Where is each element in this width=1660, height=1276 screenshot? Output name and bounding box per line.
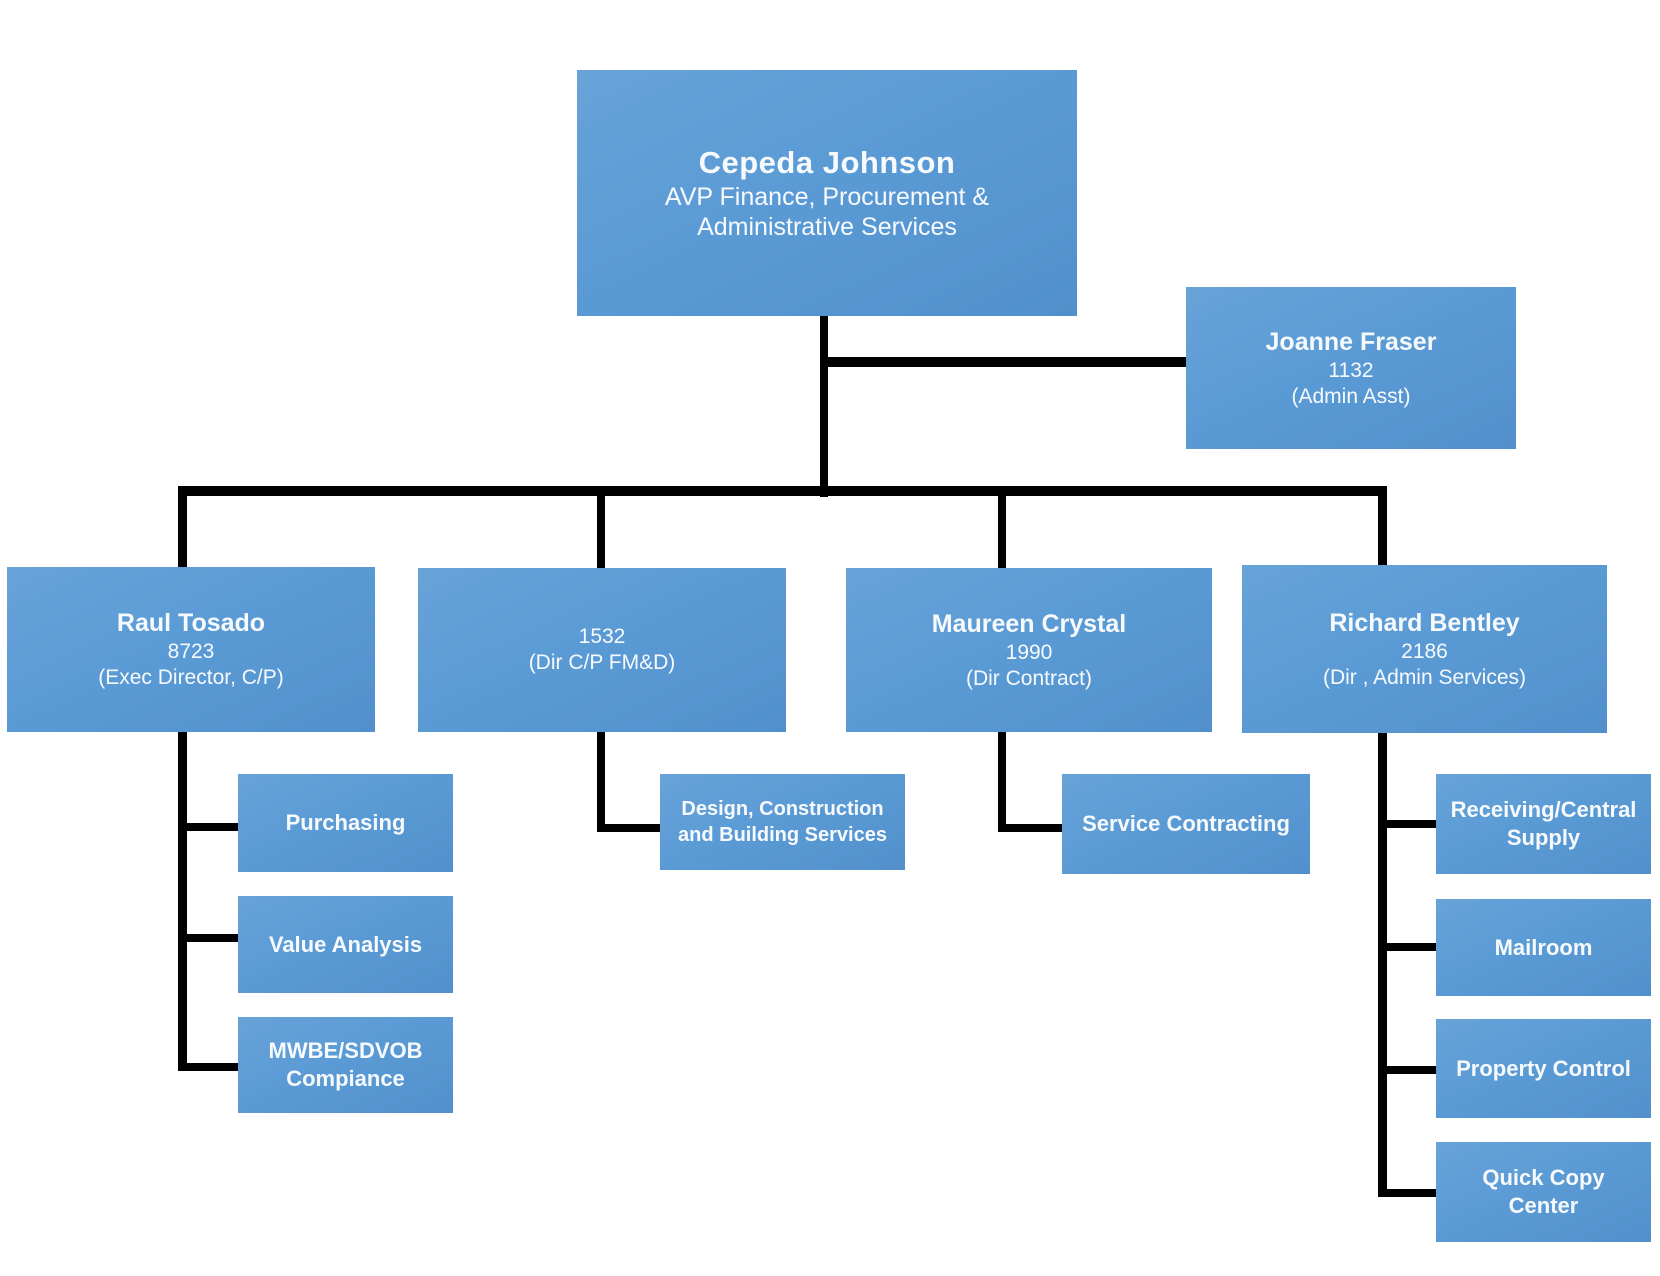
node-manager-1532-id: 1532 xyxy=(578,625,626,648)
node-admin-assistant-id: 1132 xyxy=(1328,358,1374,382)
node-manager-raul-id: 8723 xyxy=(167,640,215,663)
connector-1532-stem xyxy=(597,732,605,832)
node-manager-raul-role: (Exec Director, C/P) xyxy=(98,666,284,689)
connector-1532-branch xyxy=(601,824,660,832)
node-manager-raul-name: Raul Tosado xyxy=(116,609,266,637)
node-unit-value-analysis: Value Analysis xyxy=(238,896,453,993)
connector-root-stem xyxy=(820,316,828,497)
connector-richard-branch-1 xyxy=(1383,820,1436,828)
node-unit-design-construction-building-services: Design, Construction and Building Servic… xyxy=(660,774,905,870)
node-unit-purchasing: Purchasing xyxy=(238,774,453,872)
node-admin-assistant-role: (Admin Asst) xyxy=(1291,384,1411,408)
node-admin-assistant: Joanne Fraser 1132 (Admin Asst) xyxy=(1186,287,1516,449)
node-unit-service-contracting: Service Contracting xyxy=(1062,774,1310,874)
connector-richard-branch-2 xyxy=(1383,943,1436,951)
node-manager-richard-id: 2186 xyxy=(1401,639,1448,663)
node-avp-title-line-1: AVP Finance, Procurement & xyxy=(664,183,990,211)
node-avp-title-line-2: Administrative Services xyxy=(697,213,957,241)
node-manager-maureen-name: Maureen Crystal xyxy=(931,609,1127,638)
node-manager-richard-role: (Dir , Admin Services) xyxy=(1322,665,1527,689)
connector-drop-maureen xyxy=(998,490,1006,568)
connector-raul-branch-3 xyxy=(183,1063,238,1071)
node-admin-assistant-name: Joanne Fraser xyxy=(1265,327,1437,356)
node-avp-name: Cepeda Johnson xyxy=(698,145,956,180)
node-manager-raul-tosado: Raul Tosado 8723 (Exec Director, C/P) xyxy=(7,567,375,732)
node-avp: Cepeda Johnson AVP Finance, Procurement … xyxy=(577,70,1077,316)
connector-raul-branch-1 xyxy=(183,823,238,831)
connector-richard-rail xyxy=(1378,733,1387,1197)
node-manager-maureen-crystal: Maureen Crystal 1990 (Dir Contract) xyxy=(846,568,1212,732)
node-manager-richard-bentley: Richard Bentley 2186 (Dir , Admin Servic… xyxy=(1242,565,1607,733)
connector-raul-rail xyxy=(178,732,187,1071)
connector-assistant-branch xyxy=(824,357,1186,367)
connector-raul-branch-2 xyxy=(183,934,238,942)
node-unit-mailroom: Mailroom xyxy=(1436,899,1651,996)
connector-maureen-branch xyxy=(1002,824,1062,832)
node-unit-mwbe-sdvob-compliance: MWBE/SDVOB Compiance xyxy=(238,1017,453,1113)
connector-drop-raul xyxy=(178,490,187,567)
connector-drop-1532 xyxy=(597,490,605,568)
connector-main-rail xyxy=(178,486,1387,496)
node-manager-1532-role: (Dir C/P FM&D) xyxy=(528,651,676,674)
node-manager-richard-name: Richard Bentley xyxy=(1329,608,1520,637)
node-manager-maureen-role: (Dir Contract) xyxy=(965,666,1092,690)
node-unit-receiving-central-supply: Receiving/Central Supply xyxy=(1436,774,1651,874)
node-unit-property-control: Property Control xyxy=(1436,1019,1651,1118)
node-manager-1532: 1532 (Dir C/P FM&D) xyxy=(418,568,786,732)
connector-richard-branch-3 xyxy=(1383,1066,1436,1074)
node-manager-maureen-id: 1990 xyxy=(1005,640,1053,664)
connector-drop-richard xyxy=(1378,486,1387,565)
node-unit-quick-copy-center: Quick Copy Center xyxy=(1436,1142,1651,1242)
connector-richard-branch-4 xyxy=(1383,1189,1436,1197)
connector-maureen-stem xyxy=(998,732,1006,832)
